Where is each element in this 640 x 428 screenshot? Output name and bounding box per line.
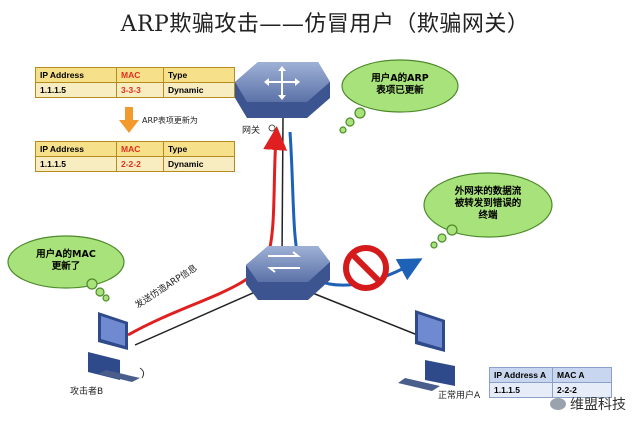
user-arp-table: IP Address A MAC A 1.1.1.5 2-2-2: [489, 367, 612, 398]
update-label: ARP表项更新为: [142, 116, 198, 125]
bubble-line: 用户A的ARP: [371, 73, 429, 84]
watermark-text: 维盟科技: [570, 397, 626, 413]
bubble-traffic-text: 外网来的数据流 被转发到错误的 终端: [430, 186, 546, 222]
bubble-line: 表项已更新: [376, 85, 424, 96]
gateway-router-icon: [235, 62, 330, 132]
bubble-user-text: 用户A的MAC 更新了: [14, 249, 118, 273]
cell-ip: 1.1.1.5: [489, 382, 553, 398]
cloud-user: [7, 235, 125, 302]
wechat-icon: [550, 398, 566, 410]
user-computer-icon: [398, 310, 455, 391]
watermark: 维盟科技: [550, 394, 626, 414]
bubble-line: 外网来的数据流: [454, 186, 522, 197]
header-mac: MAC: [116, 67, 164, 83]
header-ip: IP Address: [35, 67, 117, 83]
bubble-line: 更新了: [51, 261, 81, 272]
bubble-line: 用户A的MAC: [36, 249, 96, 260]
arp-table-after: IP Address MAC Type 1.1.1.5 2-2-2 Dynami…: [35, 141, 235, 172]
bubble-line: 被转发到错误的: [454, 198, 522, 209]
cell-ip: 1.1.1.5: [35, 156, 117, 172]
header-ip: IP Address: [35, 141, 117, 157]
cell-type: Dynamic: [163, 82, 235, 98]
page-title: ARP欺骗攻击——仿冒用户（欺骗网关）: [120, 12, 530, 37]
cloud-traffic: [423, 172, 553, 249]
gateway-label: 网关: [242, 126, 261, 136]
cell-type: Dynamic: [163, 156, 235, 172]
header-mac: MAC A: [552, 367, 612, 383]
update-arrow-icon: [119, 107, 139, 133]
header-type: Type: [163, 67, 235, 83]
normal-user-label: 正常用户A: [438, 391, 481, 401]
switch-icon: [246, 246, 330, 300]
gateway-switch-link: [281, 117, 284, 259]
cell-mac: 3-3-3: [116, 82, 164, 98]
bubble-line: 终端: [478, 210, 498, 221]
cell-ip: 1.1.1.5: [35, 82, 117, 98]
bubble-gateway-text: 用户A的ARP 表项已更新: [348, 73, 452, 97]
attacker-computer-icon: [88, 312, 145, 382]
cloud-gateway: [339, 59, 459, 134]
cell-mac: 2-2-2: [552, 382, 612, 398]
header-type: Type: [163, 141, 235, 157]
blocked-icon: [343, 245, 389, 291]
header-mac: MAC: [116, 141, 164, 157]
switch-attacker-link: [134, 291, 256, 346]
attacker-label: 攻击者B: [70, 387, 104, 397]
switch-user-link: [309, 291, 431, 341]
header-ip: IP Address A: [489, 367, 553, 383]
arp-table-before: IP Address MAC Type 1.1.1.5 3-3-3 Dynami…: [35, 67, 235, 98]
cell-mac: 2-2-2: [116, 156, 164, 172]
